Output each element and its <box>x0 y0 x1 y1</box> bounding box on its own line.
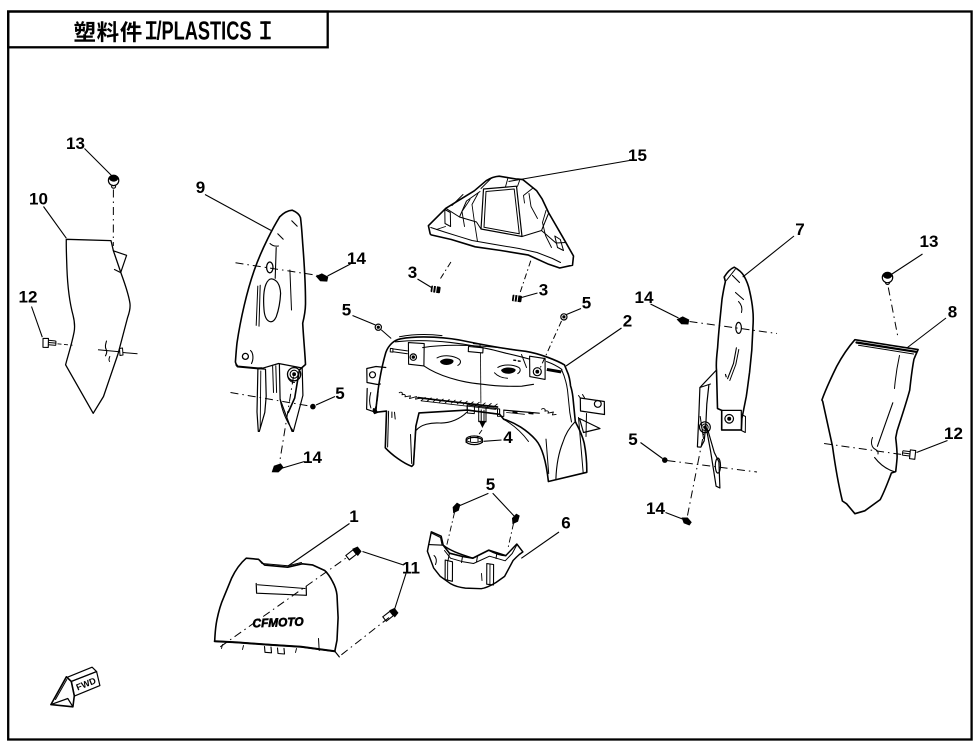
svg-text:14: 14 <box>347 249 366 268</box>
svg-text:5: 5 <box>335 384 344 403</box>
svg-text:9: 9 <box>196 178 205 197</box>
svg-text:2: 2 <box>623 312 632 331</box>
svg-text:10: 10 <box>29 190 48 209</box>
svg-text:13: 13 <box>920 232 939 251</box>
svg-text:5: 5 <box>342 301 351 320</box>
svg-text:5: 5 <box>582 294 591 313</box>
svg-text:5: 5 <box>486 475 495 494</box>
svg-text:14: 14 <box>635 288 654 307</box>
svg-text:4: 4 <box>503 428 513 447</box>
svg-text:11: 11 <box>402 559 420 578</box>
svg-text:1: 1 <box>349 507 358 526</box>
svg-text:/PLASTICS: /PLASTICS <box>157 17 252 45</box>
svg-text:CFMOTO: CFMOTO <box>252 615 304 631</box>
svg-text:13: 13 <box>66 134 85 153</box>
svg-text:8: 8 <box>948 303 957 322</box>
svg-text:3: 3 <box>408 263 417 282</box>
svg-text:14: 14 <box>303 448 322 467</box>
svg-text:3: 3 <box>539 281 548 300</box>
svg-text:15: 15 <box>628 146 647 165</box>
svg-text:14: 14 <box>646 499 665 518</box>
svg-text:6: 6 <box>561 514 570 533</box>
svg-text:12: 12 <box>19 288 38 307</box>
svg-text:12: 12 <box>944 424 963 443</box>
svg-text:7: 7 <box>795 220 804 239</box>
svg-text:5: 5 <box>628 430 637 449</box>
svg-text:FWD: FWD <box>75 675 98 692</box>
